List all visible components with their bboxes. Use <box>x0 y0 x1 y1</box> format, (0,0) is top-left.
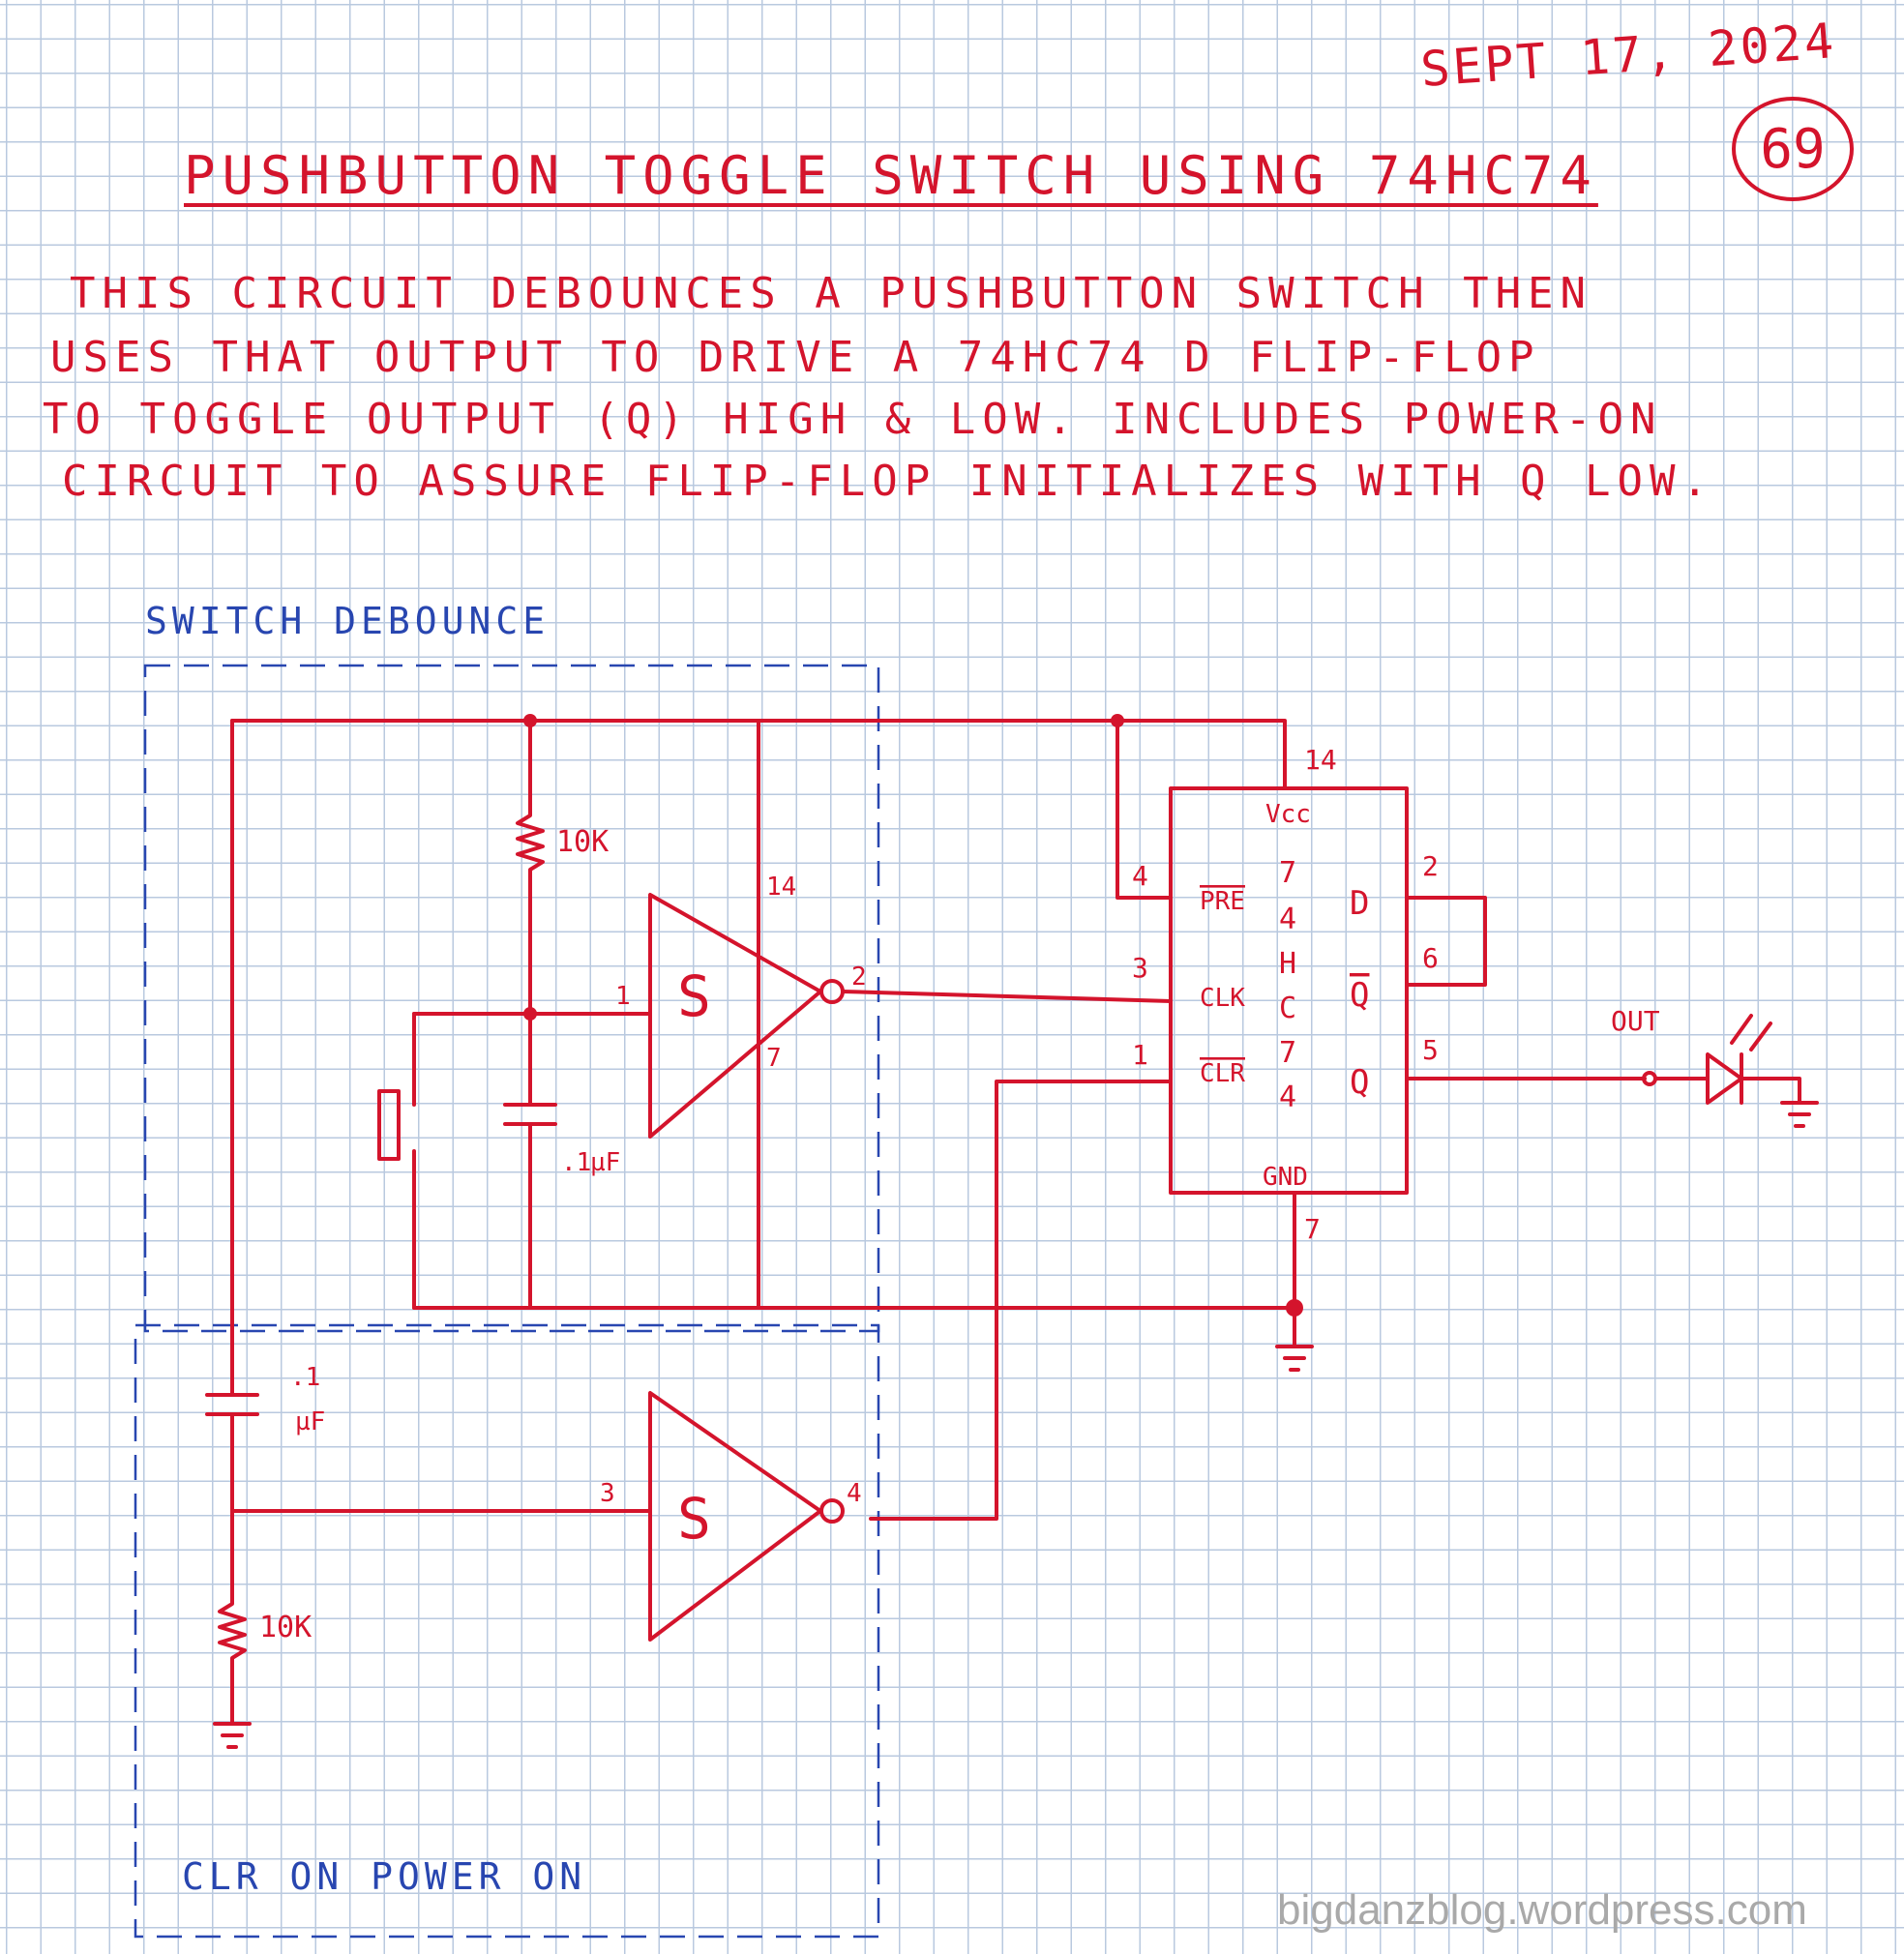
led-ground <box>1780 1101 1819 1128</box>
description-line-1: THIS CIRCUIT DEBOUNCES A PUSHBUTTON SWIT… <box>70 269 1593 318</box>
inverter1-triangle <box>648 893 822 1139</box>
c1-unit: µF <box>590 1148 620 1177</box>
vcc-rail <box>230 719 1287 900</box>
ff-qbar-pin: 6 <box>1422 942 1439 974</box>
out-terminal <box>1642 1071 1657 1086</box>
d-qbar-feedback <box>1405 896 1487 987</box>
ff-vcc: Vcc <box>1265 800 1311 829</box>
r2-label: 10K <box>259 1611 312 1644</box>
page-title: PUSHBUTTON TOGGLE SWITCH USING 74HC74 <box>184 145 1598 206</box>
svg-text:7: 7 <box>1279 856 1296 890</box>
description-line-4: CIRCUIT TO ASSURE FLIP-FLOP INITIALIZES … <box>62 457 1715 506</box>
ff-clr-pin: 1 <box>1132 1039 1148 1071</box>
ff-clk: CLK <box>1200 984 1245 1013</box>
inverter1-gnd-pin: 7 <box>766 1044 782 1073</box>
ff-vcc-pin: 14 <box>1304 744 1337 776</box>
inverter2-bubble <box>819 1498 845 1524</box>
inverter1-bubble <box>819 979 845 1004</box>
ff-part-number: 7 4 H C 7 4 <box>1279 856 1296 1114</box>
ground-symbol-2 <box>213 1722 252 1749</box>
description-line-3: TO TOGGLE OUTPUT (Q) HIGH & LOW. INCLUDE… <box>43 395 1663 444</box>
ff-clr: CLR <box>1200 1059 1245 1088</box>
junction-dot <box>523 1007 537 1021</box>
ff-gnd-pin: 7 <box>1304 1213 1321 1245</box>
svg-text:H: H <box>1279 947 1296 981</box>
c2-value: .1 <box>290 1363 320 1392</box>
svg-text:4: 4 <box>1279 1081 1296 1114</box>
ff-pre-pin: 4 <box>1132 860 1148 892</box>
led <box>1654 1014 1801 1105</box>
inverter1-pin-out: 2 <box>851 962 867 992</box>
c1-value: .1 <box>561 1148 591 1177</box>
ff-pre: PRE <box>1200 887 1245 916</box>
junction-dot <box>1111 714 1124 727</box>
switch-debounce-label: SWITCH DEBOUNCE <box>145 600 550 642</box>
svg-text:C: C <box>1279 992 1296 1025</box>
ff-d: D <box>1350 884 1369 923</box>
ff-q: Q <box>1350 1063 1369 1102</box>
watermark: bigdanzblog.wordpress.com <box>1277 1886 1807 1934</box>
resistor-10k-top <box>516 719 545 1016</box>
capacitor-bottom <box>205 1393 259 1513</box>
clr-wire <box>869 1080 1173 1521</box>
inverter2-schmitt-symbol: S <box>677 1486 711 1552</box>
flipflop-74hc74 <box>1169 786 1409 1195</box>
clr-on-power-on-box <box>134 1323 880 1939</box>
inverter2-pin-out: 4 <box>847 1479 862 1508</box>
junction-dot <box>523 714 537 727</box>
inverter2-pin-in: 3 <box>600 1479 615 1508</box>
switch-debounce-box <box>143 664 880 1333</box>
page-number: 69 <box>1732 97 1854 201</box>
ff-d-pin: 2 <box>1422 850 1439 882</box>
inverter1-schmitt-symbol: S <box>677 963 711 1029</box>
junction-dot <box>1286 1299 1303 1317</box>
resistor-10k-bottom <box>218 1509 247 1726</box>
svg-text:4: 4 <box>1279 903 1296 936</box>
pushbutton <box>377 1012 416 1310</box>
svg-text:7: 7 <box>1279 1036 1296 1070</box>
ff-qbar: Q <box>1350 976 1369 1015</box>
inverter1-pin-in: 1 <box>615 982 631 1011</box>
clr-on-power-on-label: CLR ON POWER ON <box>182 1855 587 1898</box>
out-label: OUT <box>1611 1005 1660 1037</box>
ff-q-pin: 5 <box>1422 1034 1439 1066</box>
r1-label: 10K <box>556 825 609 859</box>
c2-unit: µF <box>295 1407 325 1436</box>
inverter1-vcc-pin: 14 <box>766 873 796 902</box>
clk-wire <box>841 990 1173 1003</box>
ground-symbol-1 <box>1275 1345 1314 1372</box>
description-line-2: USES THAT OUTPUT TO DRIVE A 74HC74 D FLI… <box>50 333 1541 382</box>
capacitor-top <box>503 1012 557 1310</box>
inverter2-triangle <box>648 1391 822 1642</box>
ff-clk-pin: 3 <box>1132 952 1148 984</box>
ff-gnd: GND <box>1263 1163 1308 1192</box>
